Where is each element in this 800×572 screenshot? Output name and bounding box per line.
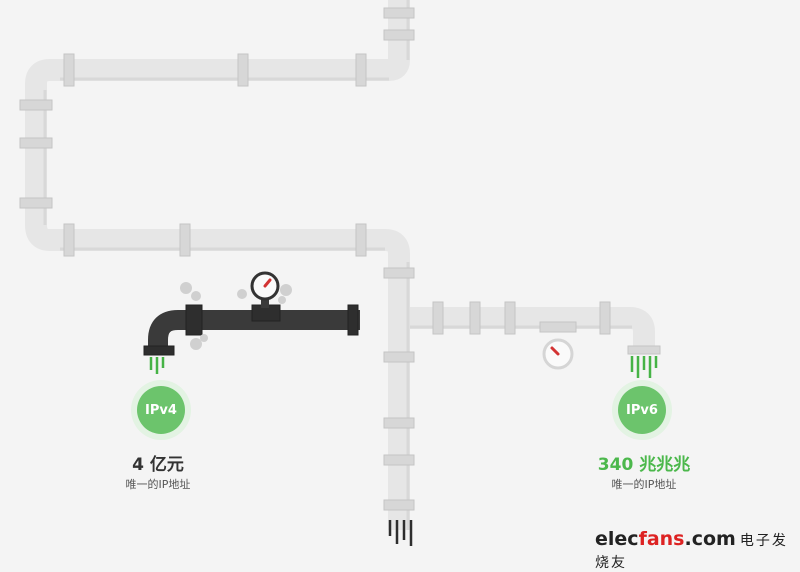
bottom-wires xyxy=(388,520,413,546)
ipv6-badge: IPv6 xyxy=(618,386,666,434)
ipv6-gauge xyxy=(542,338,574,370)
light-flanges xyxy=(19,7,661,511)
watermark-fans: fans xyxy=(638,528,685,550)
watermark-elec: elec xyxy=(595,528,639,550)
ipv6-drips xyxy=(630,356,658,378)
ipv4-drips xyxy=(149,357,165,374)
pipe-diagram xyxy=(19,0,661,546)
dark-flanges xyxy=(143,304,359,356)
ipv4-pipe xyxy=(148,310,360,350)
steam-puffs xyxy=(180,282,292,350)
ipv6-desc: 唯一的IP地址 xyxy=(611,478,677,491)
ipv4-gauge xyxy=(250,271,280,308)
ipv6-pipe-network xyxy=(25,0,655,530)
ipv4-desc: 唯一的IP地址 xyxy=(125,478,191,491)
watermark-com: .com xyxy=(684,528,736,550)
ipv4-badge: IPv4 xyxy=(137,386,185,434)
ipv6-count: 340 兆兆兆 xyxy=(597,455,691,475)
ipv4-count: 4 亿元 xyxy=(132,455,184,475)
